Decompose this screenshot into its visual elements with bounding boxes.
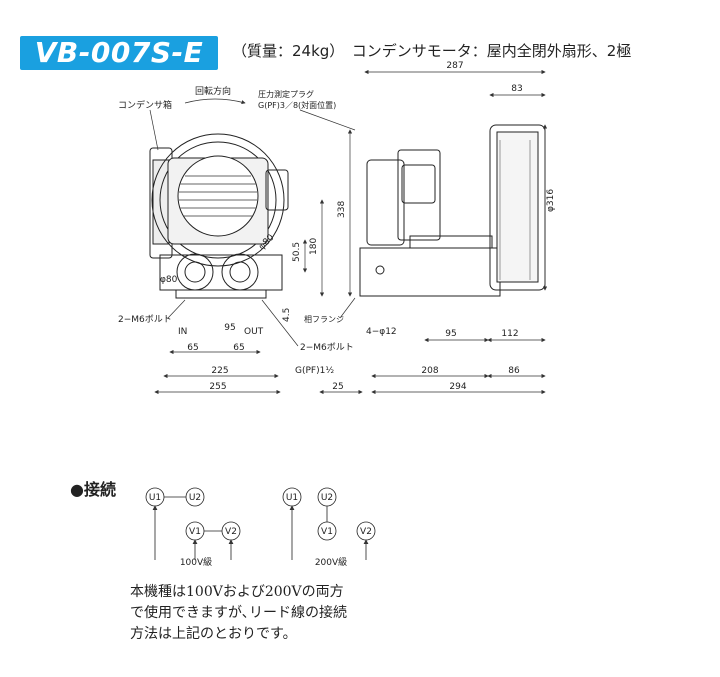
connection-heading: ●接続 bbox=[70, 480, 116, 499]
dim-225: 225 bbox=[211, 366, 228, 376]
capacitor-box-label: コンデンサ箱 bbox=[118, 99, 172, 111]
dim-255: 255 bbox=[209, 382, 226, 392]
side-view bbox=[359, 124, 546, 297]
note-line: 本機種は100Vおよび200Vの両方 bbox=[130, 584, 344, 600]
conn100-v1: V1 bbox=[189, 527, 201, 537]
pressure-plug-label-1: 圧力測定プラグ bbox=[258, 89, 314, 99]
conn200-u2: U2 bbox=[321, 493, 333, 503]
bolt-label-right: 2−M6ボルト bbox=[300, 342, 354, 353]
dim-86: 86 bbox=[508, 366, 520, 376]
dim-95-left: 95 bbox=[224, 323, 235, 333]
blower-base bbox=[159, 254, 283, 291]
model-badge: VB-007S-E bbox=[20, 36, 218, 70]
dim-50-5: 50.5 bbox=[292, 242, 302, 262]
pressure-plug-label-2: G(PF)3／8(対面位置) bbox=[258, 100, 336, 110]
wiring-diagram-100v: U1 U2 V1 V2 100V級 bbox=[145, 487, 241, 568]
note-line: で使用できますが､リード線の接続 bbox=[130, 605, 347, 621]
dim-95-right: 95 bbox=[445, 329, 456, 339]
conn200-u1: U1 bbox=[286, 493, 298, 503]
dim-180: 180 bbox=[309, 238, 319, 255]
outlet-port bbox=[221, 253, 259, 291]
blower-body-side bbox=[359, 247, 501, 297]
dim-phi80-a: φ80 bbox=[160, 275, 178, 285]
connection-note: 本機種は100Vおよび200Vの両方 で使用できますが､リード線の接続 方法は上… bbox=[130, 582, 347, 645]
dim-316: φ316 bbox=[546, 189, 556, 212]
conn100-v2: V2 bbox=[225, 527, 237, 537]
inlet-port bbox=[176, 253, 214, 291]
conn100-caption: 100V級 bbox=[180, 556, 212, 568]
spec-text: （質量：24kg） コンデンサモータ：屋内全閉外扇形、2極 bbox=[232, 42, 632, 60]
conn200-caption: 200V級 bbox=[315, 556, 347, 568]
conn200-v1: V1 bbox=[321, 527, 333, 537]
conn100-u2: U2 bbox=[189, 493, 201, 503]
dim-287: 287 bbox=[446, 61, 463, 71]
motor-housing bbox=[151, 133, 285, 267]
dim-65-a: 65 bbox=[187, 343, 198, 353]
dim-4-5: 4.5 bbox=[282, 308, 292, 322]
out-label: OUT bbox=[244, 327, 264, 337]
dim-65-b: 65 bbox=[233, 343, 244, 353]
bolt-label-left: 2−M6ボルト bbox=[118, 314, 172, 325]
flange-label: 相フランジ bbox=[304, 314, 344, 324]
note-line: 方法は上記のとおりです。 bbox=[130, 626, 297, 642]
dim-208: 208 bbox=[421, 366, 438, 376]
dim-25: 25 bbox=[332, 382, 343, 392]
holes-label: 4−φ12 bbox=[366, 327, 397, 337]
front-view bbox=[149, 133, 289, 299]
dim-294: 294 bbox=[449, 382, 466, 392]
wiring-diagram-200v: U1 U2 V1 V2 200V級 bbox=[282, 487, 376, 568]
conn100-u1: U1 bbox=[149, 493, 161, 503]
pipe-label: G(PF)1½ bbox=[295, 366, 334, 376]
conn200-v2: V2 bbox=[360, 527, 372, 537]
in-label: IN bbox=[178, 327, 187, 337]
dim-83: 83 bbox=[511, 84, 522, 94]
dim-112: 112 bbox=[501, 329, 518, 339]
dim-338: 338 bbox=[337, 201, 347, 218]
rotation-label: 回転方向 bbox=[195, 85, 231, 97]
model-name: VB-007S-E bbox=[34, 36, 204, 69]
